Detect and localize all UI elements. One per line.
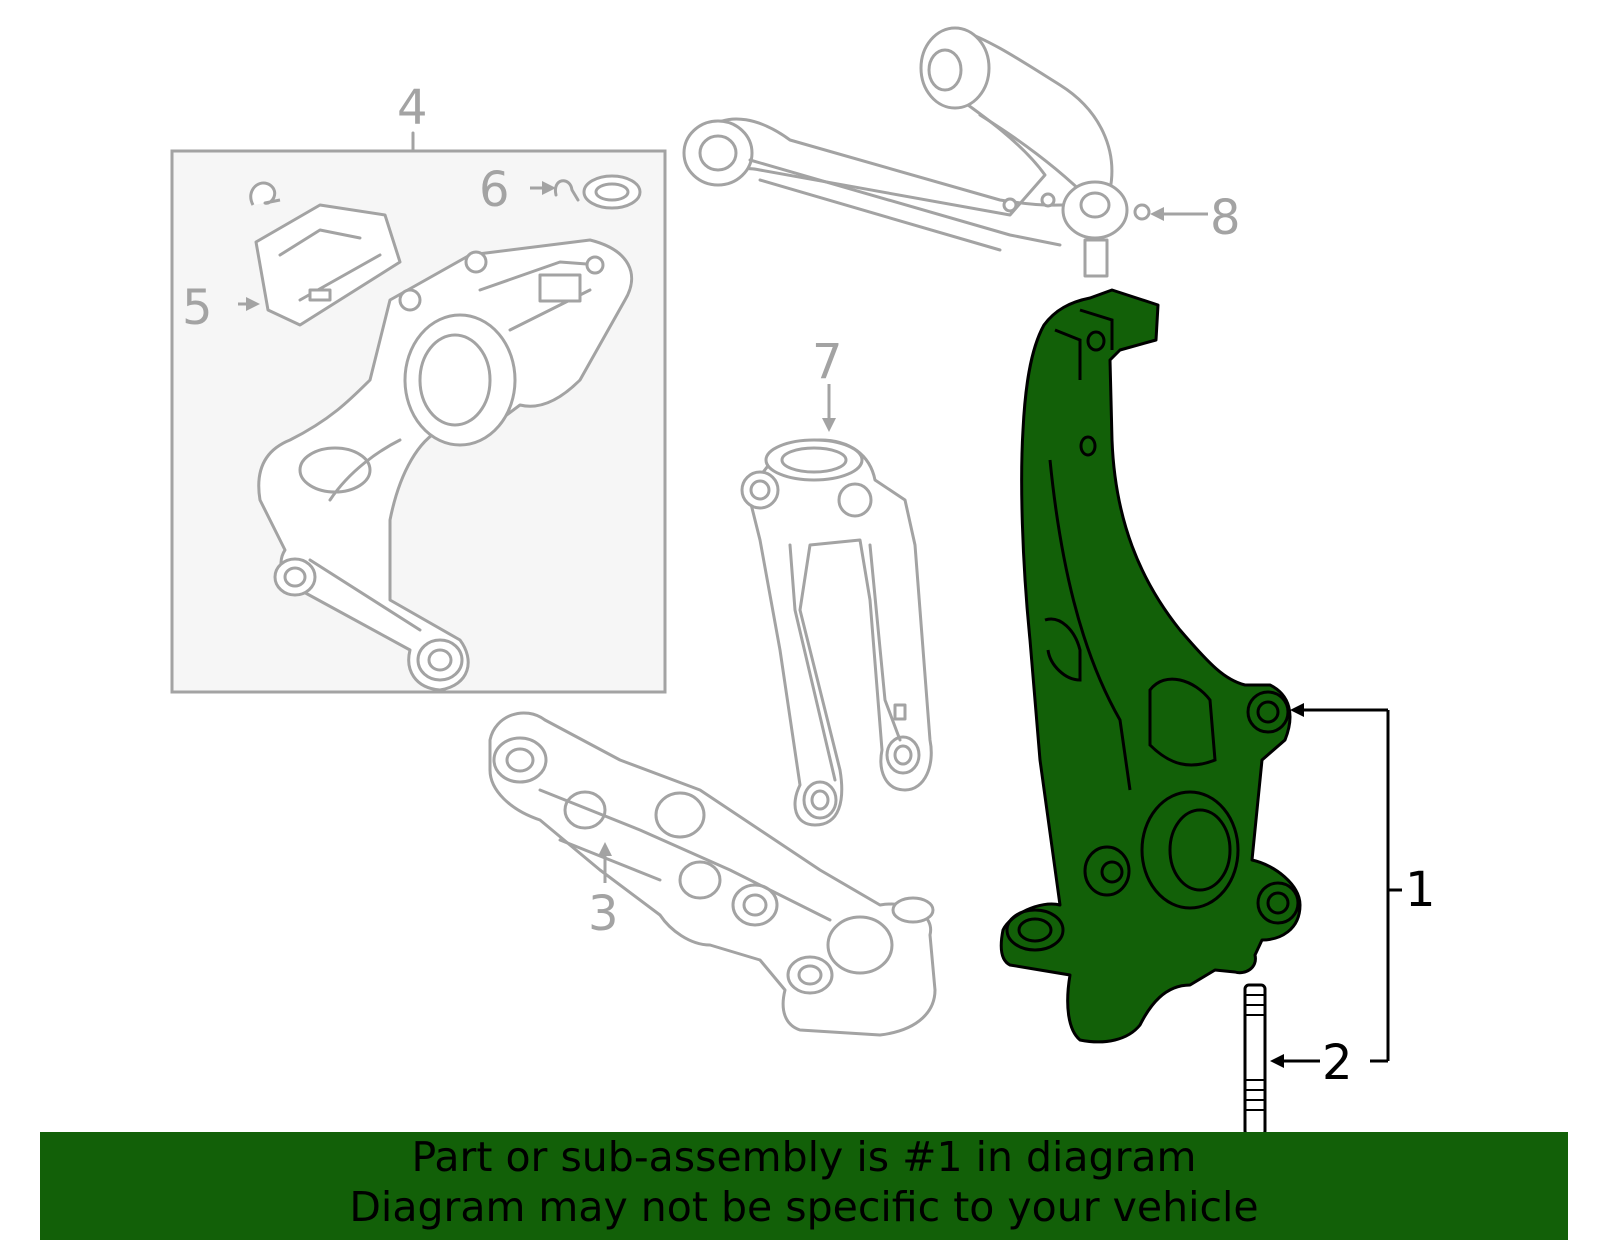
callout-1: 1: [1405, 862, 1436, 918]
callout-3: 3: [588, 886, 619, 942]
lower-arm-part[interactable]: [257, 238, 634, 692]
info-banner: Part or sub-assembly is #1 in diagram Di…: [40, 1132, 1568, 1240]
callout-7: 7: [812, 334, 843, 390]
banner-line-1: Part or sub-assembly is #1 in diagram: [411, 1133, 1197, 1181]
callout-8: 8: [1210, 190, 1241, 246]
callout-4: 4: [397, 80, 428, 136]
banner-line-2: Diagram may not be specific to your vehi…: [349, 1183, 1259, 1231]
upper-control-arm-part[interactable]: [682, 26, 1151, 278]
callout-2: 2: [1322, 1035, 1353, 1091]
bracket-part[interactable]: [254, 203, 402, 327]
shock-fork-part[interactable]: [740, 438, 933, 827]
steering-knuckle-part[interactable]: [999, 288, 1302, 1044]
clip-part[interactable]: [249, 181, 281, 206]
lower-link-arm-part[interactable]: [488, 711, 937, 1037]
lower-arm-assembly-box[interactable]: [170, 131, 667, 694]
pin-and-washer-part[interactable]: [553, 174, 642, 210]
stud-part[interactable]: [1243, 983, 1267, 1137]
callout-5: 5: [182, 280, 213, 336]
callout-leaders: [238, 181, 1402, 1068]
callout-6: 6: [479, 162, 510, 218]
